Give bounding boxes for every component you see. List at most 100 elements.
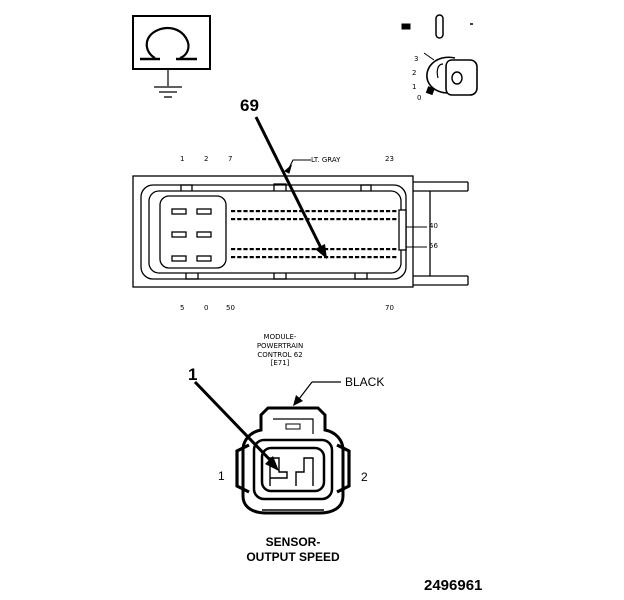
pcm-pin-cavity xyxy=(305,256,310,259)
callout-69: 69 xyxy=(240,96,259,115)
pcm-pin-cavity xyxy=(286,218,291,221)
ignition-key-icon xyxy=(401,14,478,96)
wire-color-black: BLACK xyxy=(345,375,385,389)
pcm-pin-cavity xyxy=(255,218,260,221)
pcm-pin-cavity xyxy=(355,210,360,213)
pcm-pin-cavity xyxy=(311,256,316,259)
pcm-pin-cavity xyxy=(231,218,236,221)
pcm-pin-cavity xyxy=(379,210,384,213)
pcm-pin-cavity xyxy=(262,210,267,213)
wire-color-lt-gray: LT. GRAY xyxy=(311,156,341,164)
pin-label-5: 5 xyxy=(180,304,185,312)
pcm-pin-cavity xyxy=(286,210,291,213)
callout-1-arrow xyxy=(193,380,279,471)
pcm-pin-cavity xyxy=(336,256,341,259)
pcm-pin-cavity xyxy=(311,218,316,221)
pcm-pin-cavity xyxy=(355,248,360,251)
pcm-pin-cavity xyxy=(373,218,378,221)
pcm-pin-cavity xyxy=(255,256,260,259)
ignition-position-0: 0 xyxy=(417,94,422,102)
module-label-line-4: [E71] xyxy=(270,359,290,368)
pcm-pin-cavity xyxy=(342,256,347,259)
pin-label-0: 0 xyxy=(204,304,209,312)
pcm-pin-cavity xyxy=(392,218,397,221)
callout-1: 1 xyxy=(188,365,198,384)
ignition-position-2: 2 xyxy=(412,69,417,77)
pcm-pin-cavity xyxy=(274,218,279,221)
pcm-pin-cavity xyxy=(348,256,353,259)
pcm-pin-cavity xyxy=(324,218,329,221)
pin-label-40: 40 xyxy=(429,222,438,230)
pcm-pin-cavity xyxy=(237,256,242,259)
pcm-pin-cavity xyxy=(268,218,273,221)
pcm-pin-cavity xyxy=(348,210,353,213)
pcm-pin-cavity xyxy=(330,248,335,251)
pcm-pin-cavity xyxy=(299,256,304,259)
pcm-pin-cavity xyxy=(342,210,347,213)
pcm-connector-body xyxy=(132,175,469,288)
pcm-pin-cavity xyxy=(305,210,310,213)
pcm-pin-cavity xyxy=(299,248,304,251)
pcm-pin-cavity xyxy=(237,218,242,221)
lt-gray-wire-marker xyxy=(284,159,311,174)
pcm-pin-cavity xyxy=(324,248,329,251)
pcm-pin-cavity xyxy=(249,248,254,251)
pcm-pin-cavity xyxy=(355,256,360,259)
ignition-position-3: 3 xyxy=(414,55,419,63)
sensor-title: SENSOR- OUTPUT SPEED xyxy=(223,536,363,563)
module-label-line-1: MODULE- xyxy=(263,333,297,341)
pcm-pin-cavity xyxy=(299,218,304,221)
pcm-pin-cavity xyxy=(293,218,298,221)
pcm-pin-cavity xyxy=(355,218,360,221)
pcm-pin-cavity xyxy=(286,248,291,251)
ignition-position-1: 1 xyxy=(412,83,417,91)
pcm-pin-cavity xyxy=(336,218,341,221)
pin-label-2: 2 xyxy=(204,155,209,163)
pcm-pin-cavity xyxy=(243,218,248,221)
sensor-title-line-1: SENSOR- xyxy=(265,535,321,549)
figure-number: 2496961 xyxy=(424,577,483,594)
pcm-pin-cavity xyxy=(262,218,267,221)
pcm-pin-cavity xyxy=(379,218,384,221)
pcm-pin-cavity xyxy=(342,248,347,251)
pin-label-56: 56 xyxy=(429,242,438,250)
pcm-pin-cavity xyxy=(361,218,366,221)
pcm-pin-cavity xyxy=(311,210,316,213)
pcm-pin-cavity xyxy=(255,248,260,251)
pcm-pin-cavity xyxy=(280,248,285,251)
pcm-pin-cavity xyxy=(231,210,236,213)
pcm-pin-cavity xyxy=(268,248,273,251)
pcm-pin-cavity xyxy=(373,248,378,251)
pcm-pin-cavity xyxy=(237,210,242,213)
pcm-pin-cavity xyxy=(311,248,316,251)
pcm-pin-cavity xyxy=(293,256,298,259)
pcm-pin-cavity xyxy=(317,218,322,221)
pin-label-70: 70 xyxy=(385,304,394,312)
pcm-pin-cavity xyxy=(274,248,279,251)
pcm-pin-cavity xyxy=(280,210,285,213)
pcm-pin-cavity xyxy=(392,256,397,259)
module-label: MODULE- POWERTRAIN CONTROL 62 [E71] xyxy=(240,333,320,368)
pcm-pin-cavity xyxy=(262,248,267,251)
pcm-pin-cavity xyxy=(361,210,366,213)
pcm-pin-cavity xyxy=(268,210,273,213)
pcm-pin-cavity xyxy=(231,248,236,251)
pin-label-50: 50 xyxy=(226,304,235,312)
pcm-pin-cavity xyxy=(330,256,335,259)
pcm-pin-cavity xyxy=(268,256,273,259)
black-wire-marker xyxy=(293,381,341,406)
pcm-pin-cavity xyxy=(392,248,397,251)
pcm-pin-cavity xyxy=(386,210,391,213)
pcm-pin-cavity xyxy=(367,256,372,259)
pin-label-1: 1 xyxy=(180,155,185,163)
pcm-pin-cavity xyxy=(367,210,372,213)
pcm-pin-cavity xyxy=(286,256,291,259)
callout-69-arrow xyxy=(254,116,327,259)
pcm-pin-cavity xyxy=(249,210,254,213)
pcm-pin-cavity xyxy=(386,248,391,251)
ground-resistance-icon xyxy=(132,15,211,98)
sensor-pin-2-label: 2 xyxy=(361,470,368,484)
pcm-pin-cavity xyxy=(336,210,341,213)
